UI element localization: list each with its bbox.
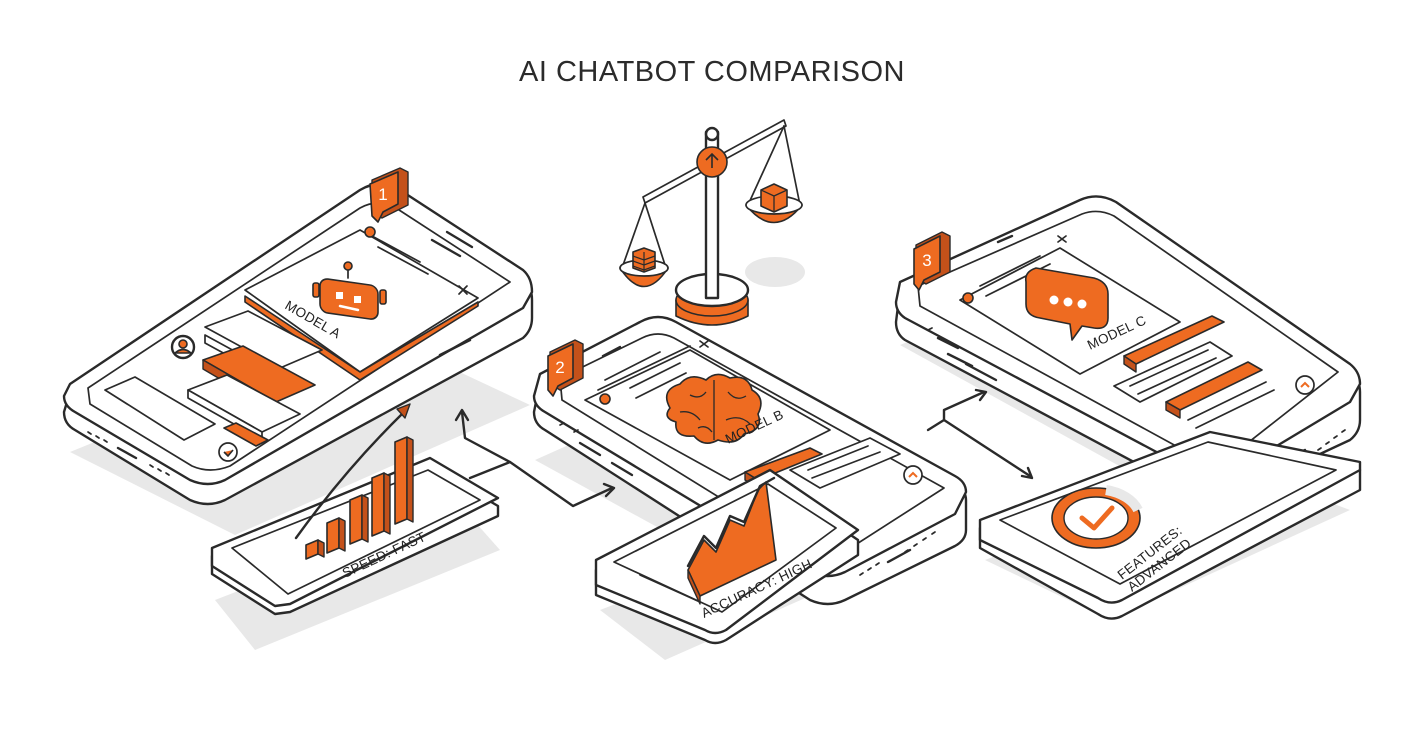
badge-2: 2: [547, 339, 584, 397]
balance-scale-icon: [619, 119, 803, 326]
brain-icon: [665, 373, 762, 444]
connector-arrow-b-to-features: [942, 418, 1032, 478]
badge-3: 3: [913, 231, 951, 291]
connector-arrow-a-to-b: [508, 460, 614, 508]
chat-bubble-icon: [1024, 267, 1109, 341]
area-chart-icon: [639, 476, 777, 605]
svg-text:2: 2: [555, 358, 564, 377]
connector-arrow-a-up: [460, 410, 512, 480]
robot-icon: [312, 261, 387, 320]
phone-model-b: MODEL B: [532, 315, 968, 606]
features-card: FEATURES: ADVANCED: [978, 430, 1362, 620]
connector-arrow-b-to-c: [926, 390, 986, 432]
checkmark-gauge-icon: [1051, 485, 1143, 549]
svg-text:1: 1: [378, 185, 387, 204]
accuracy-card: ACCURACY: HIGH: [594, 468, 860, 645]
badge-1: 1: [369, 167, 409, 223]
connector-arrows: [454, 388, 1034, 508]
phone-model-c: MODEL C: [894, 195, 1362, 501]
bar-chart-icon: [294, 403, 414, 560]
diagram-title: AI CHATBOT COMPARISON: [519, 56, 905, 88]
svg-text:3: 3: [922, 251, 931, 270]
phone-model-a: MODEL A: [62, 182, 534, 506]
